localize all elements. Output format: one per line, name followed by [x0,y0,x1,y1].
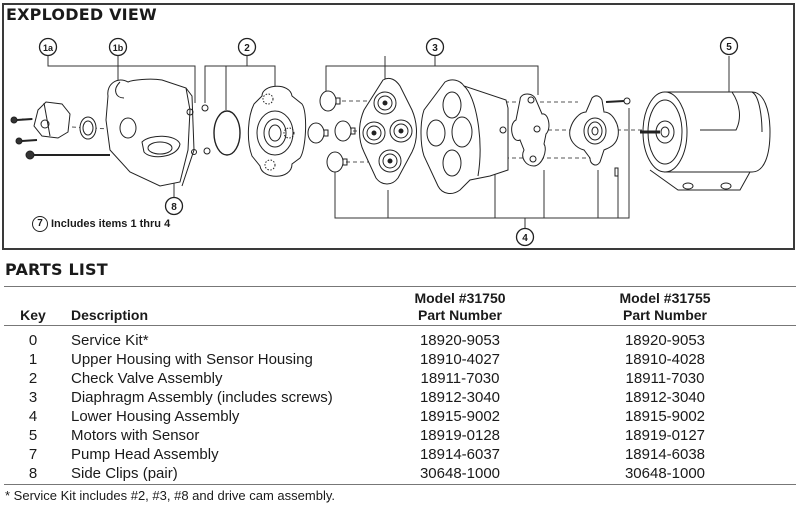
callout-4 [515,227,535,247]
row-description: Diaphragm Assembly (includes screws) [71,389,333,406]
callout-1b [108,37,128,57]
row-part-31755: 30648-1000 [624,465,706,482]
row-part-31750: 18919-0128 [419,427,501,444]
part-1b-upper-housing [105,78,195,187]
callout-1a [38,37,58,57]
callout-4-label: 4 [522,233,528,244]
table-bottom-divider [4,484,796,485]
parts-list-title: PARTS LIST [5,260,108,279]
table-row: 3 Diaphragm Assembly (includes screws) 1… [0,388,800,407]
table-row: 1 Upper Housing with Sensor Housing 1891… [0,350,800,369]
callout-1a-label: 1a [43,43,54,53]
header-model-31755-sub: Part Number [622,307,708,323]
part-2-o-ring [213,110,241,156]
nut-icon [186,104,211,155]
table-row: 8 Side Clips (pair) 30648-1000 30648-100… [0,464,800,483]
table-row: 5 Motors with Sensor 18919-0128 18919-01… [0,426,800,445]
exploded-view-panel [2,3,795,250]
footnote: * Service Kit includes #2, #3, #8 and dr… [5,488,335,503]
row-part-31755: 18911-7030 [625,370,705,387]
callout-2-label: 2 [244,43,250,54]
row-part-31755: 18919-0127 [624,427,706,444]
callout-3 [425,37,445,57]
callout-7: 7 [32,216,48,232]
row-description: Upper Housing with Sensor Housing [71,351,313,368]
row-part-31750: 18912-3040 [419,389,501,406]
row-key: 0 [28,332,38,349]
part-4-bearing-plate [569,95,631,177]
header-model-31750-sub: Part Number [417,307,503,323]
row-key: 7 [28,446,38,463]
row-key: 2 [28,370,38,387]
table-row: 0 Service Kit* 18920-9053 18920-9053 [0,331,800,350]
header-model-31755-name: Model #31755 [619,290,711,306]
table-row: 2 Check Valve Assembly 18911-7030 18911-… [0,369,800,388]
header-model-31755: Model #31755 Part Number [600,290,730,324]
part-2-check-valve [247,85,307,177]
part-5-motor [640,91,771,191]
part-3-valve-caps [307,90,356,173]
callout-3-label: 3 [432,43,438,54]
row-description: Side Clips (pair) [71,465,178,482]
row-part-31750: 18915-9002 [419,408,501,425]
part-1a-sensor-housing [33,101,71,139]
part-4-lower-housing [420,79,509,194]
row-key: 5 [28,427,38,444]
exploded-view-title: EXPLODED VIEW [6,5,157,24]
header-key: Key [20,307,46,323]
part-4-cam [499,93,550,167]
title-divider [4,286,796,287]
table-row: 4 Lower Housing Assembly 18915-9002 1891… [0,407,800,426]
row-key: 3 [28,389,38,406]
header-model-31750-name: Model #31750 [414,290,506,306]
callout-1b-label: 1b [113,43,124,53]
header-model-31750: Model #31750 Part Number [395,290,525,324]
part-3-diaphragm-plate [359,77,417,185]
row-part-31755: 18920-9053 [624,332,706,349]
row-part-31755: 18914-6038 [624,446,706,463]
row-key: 1 [28,351,38,368]
row-key: 8 [28,465,38,482]
callout-5-label: 5 [726,42,732,53]
screw-icon [10,116,110,160]
row-description: Check Valve Assembly [71,370,223,387]
exploded-view-diagram: 1a 1b 2 3 5 8 4 [10,36,771,247]
callout-8-label: 8 [171,202,177,213]
callout-8 [164,196,184,216]
row-part-31750: 30648-1000 [419,465,501,482]
row-part-31750: 18920-9053 [419,332,501,349]
callout-5 [719,36,739,56]
table-row: 7 Pump Head Assembly 18914-6037 18914-60… [0,445,800,464]
callout-2 [237,37,257,57]
row-part-31750: 18911-7030 [420,370,500,387]
header-description: Description [71,307,149,323]
pump-head-note-text: Includes items 1 thru 4 [51,217,171,230]
row-key: 4 [28,408,38,425]
row-description: Pump Head Assembly [71,446,219,463]
seal-ring [79,116,97,140]
row-part-31755: 18910-4028 [624,351,706,368]
row-part-31755: 18912-3040 [624,389,706,406]
header-divider [4,325,796,326]
row-part-31755: 18915-9002 [624,408,706,425]
row-description: Service Kit* [71,332,149,349]
row-description: Motors with Sensor [71,427,200,444]
row-description: Lower Housing Assembly [71,408,240,425]
row-part-31750: 18914-6037 [419,446,501,463]
row-part-31750: 18910-4027 [419,351,501,368]
